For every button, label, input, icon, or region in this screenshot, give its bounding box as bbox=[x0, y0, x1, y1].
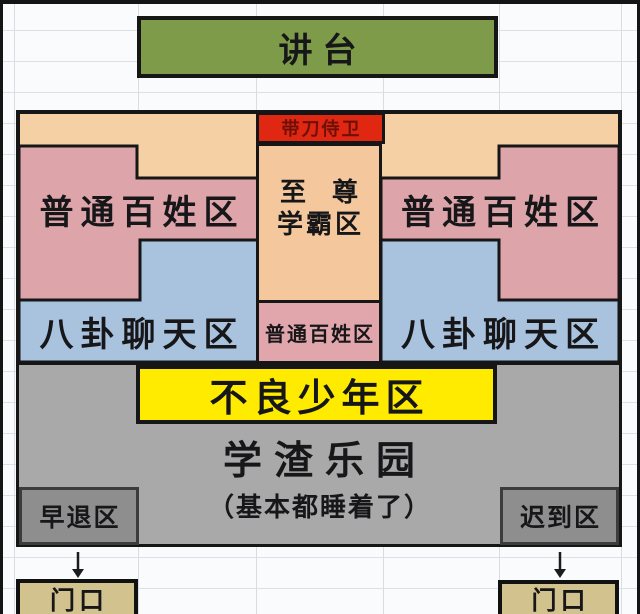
zone-commoner-center: 普通百姓区 bbox=[256, 300, 382, 364]
down-arrow-icon bbox=[72, 552, 84, 578]
zone-podium: 讲台 bbox=[137, 16, 498, 78]
zone-elite: 至 尊 学霸区 bbox=[256, 143, 382, 303]
zone-elite-label-line1: 至 尊 bbox=[279, 178, 358, 209]
zone-late-arrival-label: 迟到区 bbox=[519, 503, 601, 532]
image-frame-top bbox=[0, 0, 640, 4]
zone-guard-label: 带刀侍卫 bbox=[281, 119, 362, 140]
door-right: 门口 bbox=[498, 580, 619, 614]
zone-early-leave-label: 早退区 bbox=[39, 503, 121, 532]
zone-guard: 带刀侍卫 bbox=[256, 112, 385, 144]
zone-elite-label-line2: 学霸区 bbox=[276, 210, 364, 240]
zone-delinquent: 不良少年区 bbox=[136, 365, 497, 424]
image-frame-left bbox=[0, 0, 3, 614]
down-arrow-icon bbox=[554, 552, 566, 578]
grid-line bbox=[14, 0, 15, 614]
door-left: 门口 bbox=[16, 579, 138, 614]
door-left-label: 门口 bbox=[49, 585, 108, 614]
zone-delinquent-label: 不良少年区 bbox=[209, 376, 430, 420]
zone-late-arrival: 迟到区 bbox=[500, 487, 619, 545]
image-frame-right bbox=[637, 0, 640, 614]
door-right-label: 门口 bbox=[531, 586, 590, 614]
zone-early-leave: 早退区 bbox=[19, 487, 139, 545]
zone-podium-label: 讲台 bbox=[278, 30, 367, 71]
zone-commoner-center-label: 普通百姓区 bbox=[265, 321, 375, 346]
